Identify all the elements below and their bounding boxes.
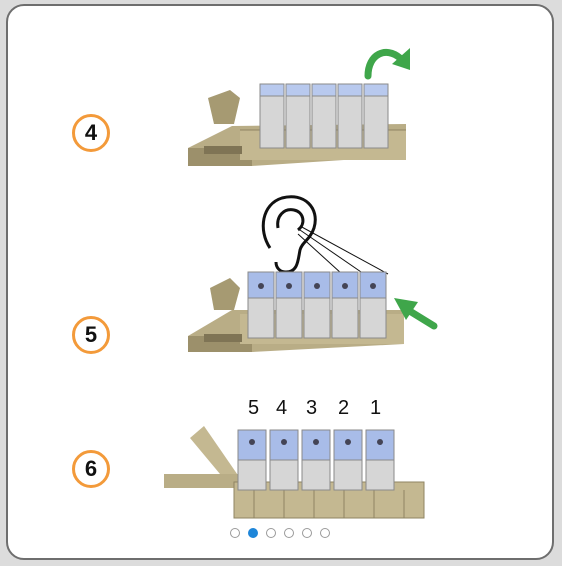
carousel-dot[interactable] [302,528,312,538]
cartridge [364,84,388,148]
step-4-illustration [8,6,554,196]
position-labels: 5 4 3 2 1 [248,397,381,419]
step-5-illustration [8,186,554,366]
carousel-dot[interactable] [320,528,330,538]
cartridge-row [260,84,388,148]
cartridge [302,430,330,490]
step-6-illustration: 5 4 3 2 1 [8,386,554,536]
cartridge [270,430,298,490]
cartridge [238,430,266,490]
cartridge [332,272,358,338]
carousel-dot[interactable] [266,528,276,538]
cartridge [338,84,362,148]
cartridge [366,430,394,490]
instruction-card: 4 [6,4,554,560]
cartridge [260,84,284,148]
position-label: 4 [276,397,287,419]
carousel-dot[interactable] [284,528,294,538]
cartridge [312,84,336,148]
position-label: 5 [248,397,259,419]
cartridge-row [238,430,394,490]
position-label: 3 [306,397,317,419]
carousel-pagination [8,528,552,538]
cartridge [360,272,386,338]
cartridge [248,272,274,338]
cartridge-row [248,272,386,338]
position-label: 1 [370,397,381,419]
cartridge [276,272,302,338]
cartridge [334,430,362,490]
carousel-dot[interactable] [248,528,258,538]
carousel-dot[interactable] [230,528,240,538]
position-label: 2 [338,397,349,419]
rotate-arrow-icon [368,48,410,76]
ear-icon [263,197,388,274]
cartridge [304,272,330,338]
cartridge [286,84,310,148]
